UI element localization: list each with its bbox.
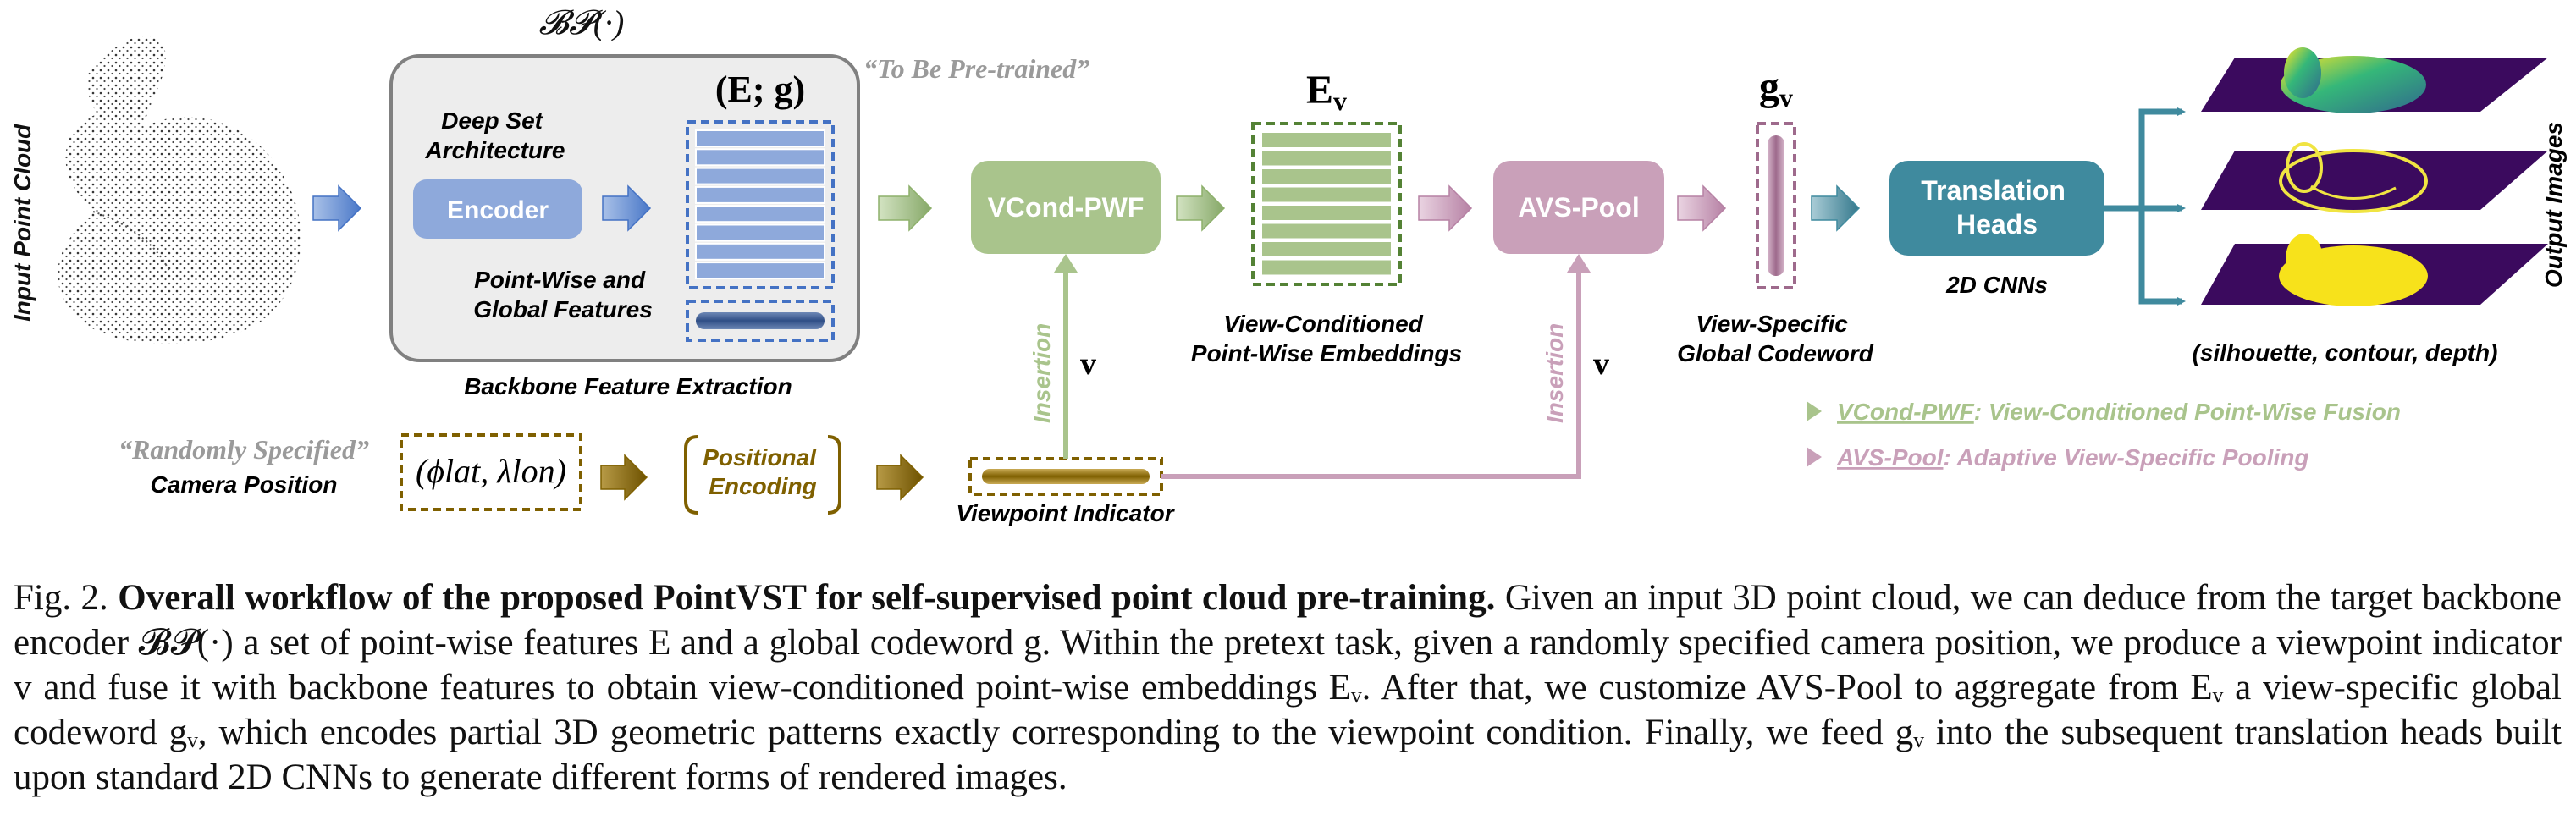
camera-params: (ϕlat, λlon) bbox=[416, 452, 566, 490]
gv-bar bbox=[1768, 135, 1784, 276]
deep-set-label: Deep Set Architecture bbox=[425, 107, 565, 163]
arrow-gv-to-heads bbox=[1811, 184, 1861, 232]
translation-heads-label: Translation Heads bbox=[1921, 175, 2073, 240]
camera-position-label: Camera Position bbox=[151, 471, 338, 498]
legend-avs-text: AVS-Pool: Adaptive View-Specific Pooling bbox=[1836, 444, 2308, 471]
feature-row bbox=[695, 129, 825, 147]
arrow-vcond-to-ev bbox=[1176, 184, 1226, 232]
feature-row bbox=[1260, 240, 1393, 258]
caption-body: Given an input 3D point cloud, we can de… bbox=[14, 578, 2562, 797]
to-be-pretrained-label: “To Be Pre-trained” bbox=[863, 53, 1089, 84]
avs-pool-block bbox=[1493, 161, 1664, 254]
gv-box bbox=[1756, 122, 1796, 289]
insertion-label-avs: Insertion bbox=[1542, 323, 1568, 423]
workflow-diagram: Input Point Cloud 𝓑𝓟(·) “To Be Pre-train… bbox=[9, 3, 2567, 526]
output-branch-arrows bbox=[2104, 107, 2186, 306]
random-specified-label: “Randomly Specified” bbox=[119, 434, 369, 465]
encoder-block bbox=[413, 179, 582, 239]
vcond-pwf-block bbox=[971, 161, 1161, 254]
output-silhouette-image bbox=[2201, 234, 2548, 306]
feature-row bbox=[1260, 168, 1393, 185]
pointwise-global-label: Point-Wise and Global Features bbox=[473, 267, 653, 322]
vsgc-label: View-Specific Global Codeword bbox=[1677, 311, 1874, 366]
input-label: Input Point Cloud bbox=[9, 124, 36, 322]
feature-row bbox=[1260, 222, 1393, 240]
feature-row bbox=[695, 167, 825, 185]
gv-label: gv bbox=[1759, 64, 1793, 113]
viewpoint-indicator-bar bbox=[982, 469, 1150, 484]
point-wise-feature-rows bbox=[695, 129, 825, 280]
output-contour-image bbox=[2201, 142, 2548, 213]
posenc-bracket-right bbox=[827, 435, 841, 515]
insertion-arrowhead-avs bbox=[1567, 254, 1591, 273]
arrow-camera-to-posenc bbox=[600, 454, 648, 501]
ev-box bbox=[1251, 122, 1402, 286]
eg-label: (E; g) bbox=[715, 69, 805, 110]
arrow-posenc-to-viewpoint bbox=[876, 454, 924, 501]
output-caption: (silhouette, contour, depth) bbox=[2193, 339, 2498, 366]
feature-row bbox=[695, 205, 825, 223]
insertion-line-avs bbox=[1161, 269, 1581, 479]
arrow-features-to-vcond bbox=[878, 184, 933, 232]
output-label: Output Images bbox=[2540, 122, 2567, 288]
ev-label: Ev bbox=[1306, 68, 1347, 116]
v-symbol-vcond: v bbox=[1080, 346, 1096, 382]
encoder-label: Encoder bbox=[447, 196, 549, 224]
vcpwe-label: View-Conditioned Point-Wise Embeddings bbox=[1191, 311, 1462, 366]
backbone-symbol: 𝓑𝓟(·) bbox=[539, 3, 625, 41]
point-cloud-bunny bbox=[58, 35, 301, 344]
global-feature-box bbox=[686, 300, 835, 342]
feature-row bbox=[1260, 204, 1393, 222]
feature-row bbox=[695, 242, 825, 261]
feature-row bbox=[695, 148, 825, 167]
legend-avs-marker bbox=[1807, 447, 1822, 467]
ev-feature-rows bbox=[1260, 131, 1393, 277]
caption-title: Overall workflow of the proposed PointVS… bbox=[118, 578, 1496, 618]
insertion-arrowhead-vcond bbox=[1054, 254, 1078, 273]
viewpoint-indicator-label: Viewpoint Indicator bbox=[956, 500, 1175, 526]
feature-row bbox=[695, 223, 825, 242]
figure-caption: Fig. 2. Overall workflow of the proposed… bbox=[14, 575, 2562, 800]
cnns-label: 2D CNNs bbox=[1945, 272, 2048, 298]
translation-heads-block bbox=[1889, 161, 2104, 256]
avs-pool-label: AVS-Pool bbox=[1518, 192, 1639, 223]
feature-row bbox=[695, 185, 825, 204]
global-feature-bar bbox=[696, 312, 825, 329]
camera-params-box bbox=[400, 433, 582, 511]
legend: VCond-PWF: View-Conditioned Point-Wise F… bbox=[1807, 399, 2401, 471]
output-depth-image bbox=[2201, 47, 2548, 113]
caption-label: Fig. 2. bbox=[14, 578, 108, 618]
insertion-label-vcond: Insertion bbox=[1029, 323, 1055, 423]
feature-row bbox=[1260, 149, 1393, 168]
feature-row bbox=[1260, 185, 1393, 204]
legend-vcond-text: VCond-PWF: View-Conditioned Point-Wise F… bbox=[1837, 399, 2401, 425]
positional-encoding-label: Positional Encoding bbox=[703, 444, 823, 499]
vcond-pwf-label: VCond-PWF bbox=[988, 192, 1145, 223]
v-symbol-avs: v bbox=[1593, 346, 1609, 382]
posenc-bracket-left bbox=[684, 435, 698, 515]
feature-row bbox=[1260, 131, 1393, 149]
backbone-caption: Backbone Feature Extraction bbox=[464, 373, 792, 399]
features-box bbox=[686, 120, 835, 289]
legend-vcond-marker bbox=[1807, 401, 1822, 421]
arrow-ev-to-avs bbox=[1418, 184, 1473, 232]
arrow-avs-to-gv bbox=[1677, 184, 1727, 232]
feature-row bbox=[1260, 258, 1393, 277]
feature-row bbox=[695, 262, 825, 280]
arrow-encoder-to-features bbox=[602, 184, 652, 232]
arrow-input-to-encoder bbox=[312, 184, 362, 232]
